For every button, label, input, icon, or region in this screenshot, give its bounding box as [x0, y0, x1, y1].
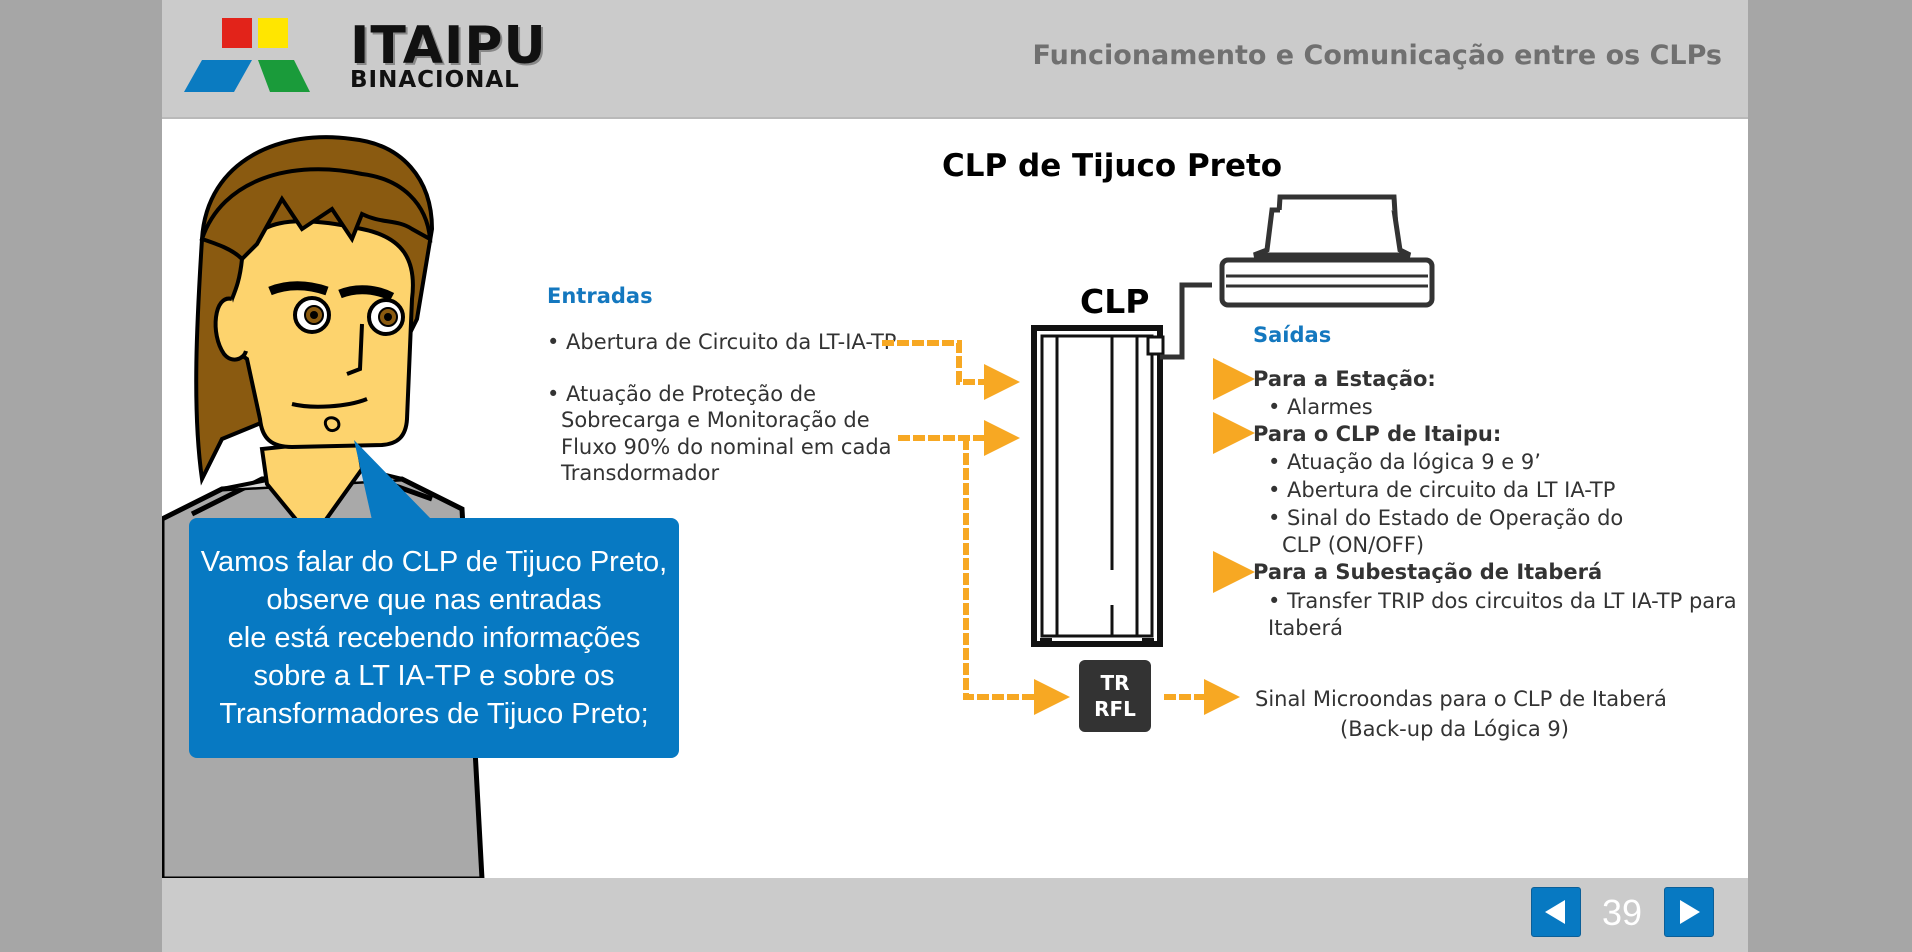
- header-bar: ITAIPU BINACIONAL Funcionamento e Comuni…: [162, 0, 1748, 119]
- tr-rfl-line: TR: [1100, 671, 1130, 695]
- entrada-item: Fluxo 90% do nominal em cada: [561, 435, 892, 459]
- saida-group-title: Para a Estação:: [1253, 367, 1436, 391]
- diagram-graphics: [882, 194, 1435, 715]
- saida-group-title: Para o CLP de Itaipu:: [1253, 422, 1502, 446]
- saida-item: • Atuação da lógica 9 e 9’: [1268, 450, 1541, 474]
- diagram-title: CLP de Tijuco Preto: [942, 148, 1283, 184]
- clp-cabinet-icon: [1031, 325, 1165, 647]
- page-number: 39: [1602, 892, 1643, 933]
- printer-icon: [1219, 194, 1435, 308]
- input-arrow-1: [882, 340, 1020, 400]
- entrada-item: Sobrecarga e Monitoração de: [561, 408, 870, 432]
- speech-bubble-line: ele está recebendo informações: [227, 622, 641, 654]
- speech-bubble-tail: [354, 440, 432, 520]
- entrada-item: • Abertura de Circuito da LT-IA-TP: [547, 330, 897, 354]
- saida-item: CLP (ON/OFF): [1282, 533, 1425, 557]
- logo-subtitle: BINACIONAL: [350, 67, 520, 93]
- clp-label: CLP: [1080, 282, 1150, 321]
- saidas-heading: Saídas: [1253, 323, 1332, 347]
- saida-group-title: Para a Subestação de Itaberá: [1253, 560, 1603, 584]
- speech-bubble-line: Vamos falar do CLP de Tijuco Preto,: [200, 546, 668, 578]
- slide: ITAIPU BINACIONAL Funcionamento e Comuni…: [162, 0, 1748, 952]
- microondas-text: (Back-up da Lógica 9): [1340, 717, 1569, 741]
- entradas-heading: Entradas: [547, 284, 653, 308]
- saida-item: • Abertura de circuito da LT IA-TP: [1268, 478, 1616, 502]
- saida-item: • Sinal do Estado de Operação do: [1268, 506, 1624, 530]
- speech-bubble: Vamos falar do CLP de Tijuco Preto, obse…: [189, 518, 679, 758]
- speech-bubble-line: sobre a LT IA-TP e sobre os: [253, 660, 615, 692]
- tr-rfl-line: RFL: [1094, 697, 1136, 721]
- header-title: Funcionamento e Comunicação entre os CLP…: [1032, 40, 1722, 71]
- triangle-right-icon: [1680, 900, 1700, 924]
- saida-item: Itaberá: [1268, 616, 1344, 640]
- logo-wordmark: ITAIPU: [350, 16, 547, 76]
- input-arrow-3: [963, 438, 1070, 715]
- next-button[interactable]: [1664, 887, 1714, 937]
- entrada-item: Transdormador: [561, 461, 720, 485]
- previous-button[interactable]: [1531, 887, 1581, 937]
- speech-bubble-line: Transformadores de Tijuco Preto;: [219, 698, 649, 730]
- entrada-item: • Atuação de Proteção de: [547, 382, 816, 406]
- microondas-text: Sinal Microondas para o CLP de Itaberá: [1255, 687, 1667, 711]
- speech-bubble-line: observe que nas entradas: [266, 584, 602, 616]
- footer-bar: 39: [162, 878, 1748, 952]
- itaipu-logo-icon: [184, 18, 310, 92]
- saida-item: • Alarmes: [1268, 395, 1373, 419]
- triangle-left-icon: [1545, 900, 1565, 924]
- tr-rfl-box: TR RFL: [1079, 660, 1151, 732]
- saida-item: • Transfer TRIP dos circuitos da LT IA-T…: [1268, 589, 1737, 613]
